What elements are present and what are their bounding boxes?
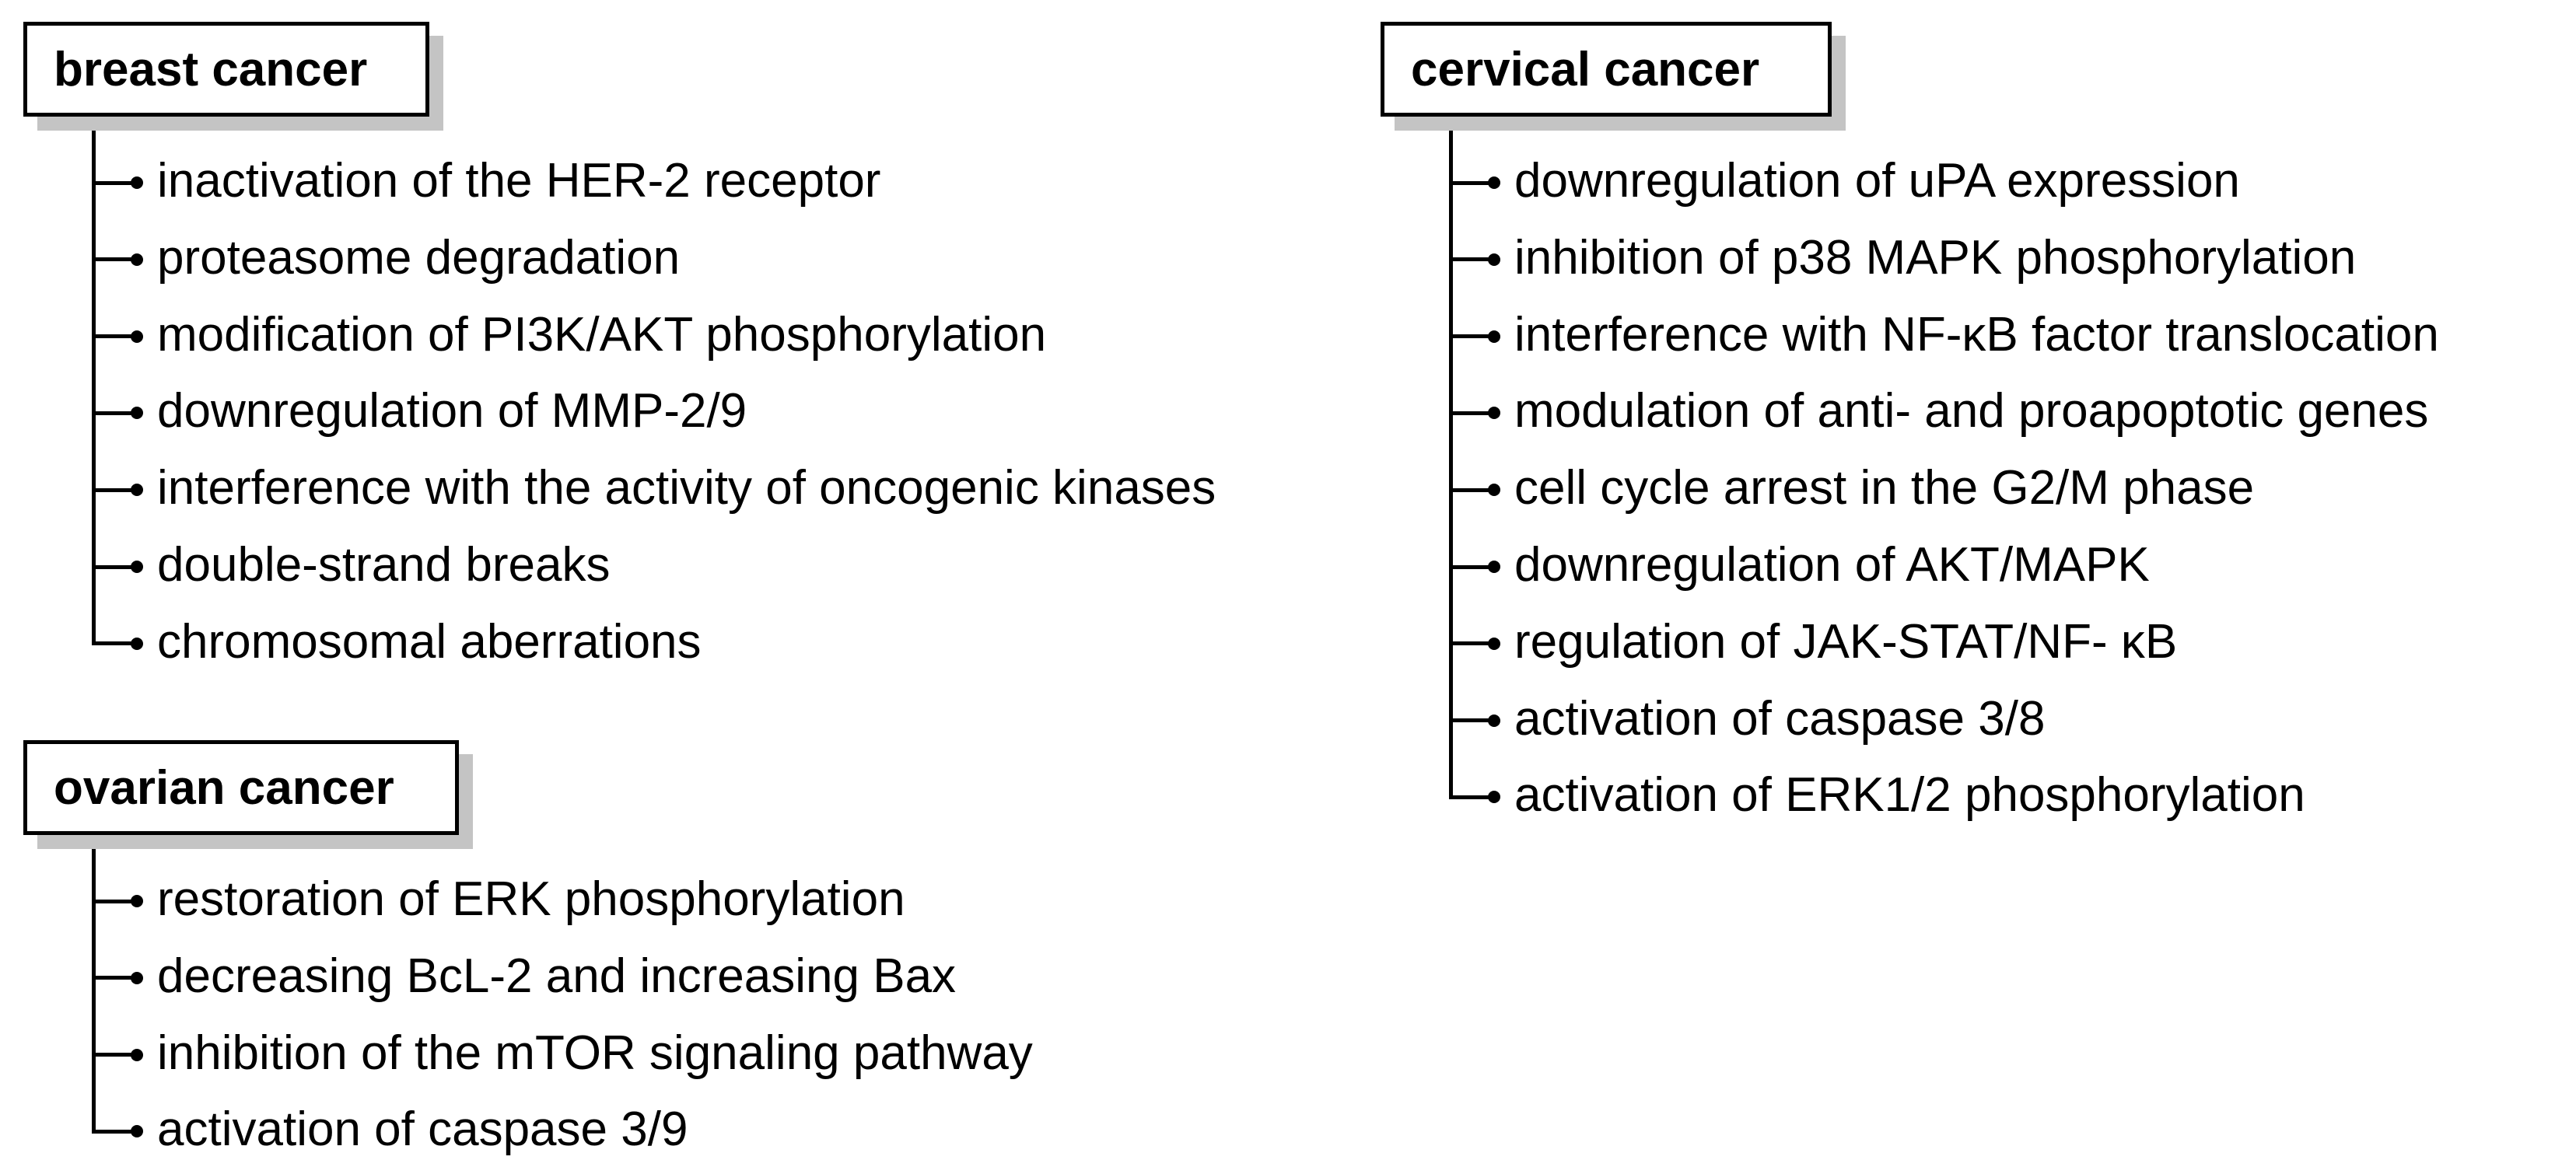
mechanism-item: interference with NF-κB factor transloca…	[1514, 307, 2439, 362]
branch-connector	[1449, 564, 1493, 569]
branch-connector	[92, 257, 135, 262]
bullet-dot	[131, 895, 143, 907]
mechanism-item: inhibition of the mTOR signaling pathway	[157, 1026, 1033, 1080]
branch-connector	[92, 976, 135, 980]
branch-connector	[1449, 718, 1493, 723]
bullet-dot	[131, 1125, 143, 1138]
branch-connector	[92, 487, 135, 492]
mechanism-item: modulation of anti- and proapoptotic gen…	[1514, 384, 2429, 439]
branch-connector	[92, 1053, 135, 1057]
bullet-dot	[131, 561, 143, 573]
branch-connector	[92, 641, 135, 646]
mechanism-item: decreasing BcL-2 and increasing Bax	[157, 949, 957, 1003]
tree-trunk-line	[92, 114, 96, 646]
branch-connector	[1449, 487, 1493, 492]
bullet-dot	[1488, 791, 1500, 804]
mechanism-item: double-strand breaks	[157, 538, 611, 592]
bullet-dot	[131, 253, 143, 266]
tree-trunk-line	[1449, 114, 1453, 799]
bullet-dot	[1488, 484, 1500, 497]
branch-connector	[1449, 411, 1493, 415]
bullet-dot	[1488, 407, 1500, 420]
branch-connector	[92, 334, 135, 339]
branch-connector	[1449, 257, 1493, 262]
branch-connector	[1449, 641, 1493, 646]
branch-connector	[92, 564, 135, 569]
branch-connector	[1449, 180, 1493, 185]
bullet-dot	[131, 407, 143, 420]
mechanism-item: cell cycle arrest in the G2/M phase	[1514, 461, 2255, 515]
tree-trunk-line	[92, 832, 96, 1134]
bullet-dot	[131, 1048, 143, 1061]
bullet-dot	[131, 971, 143, 984]
bullet-dot	[1488, 253, 1500, 266]
mechanism-item: inhibition of p38 MAPK phosphorylation	[1514, 230, 2357, 285]
mechanism-item: activation of ERK1/2 phosphorylation	[1514, 768, 2305, 823]
cervical-cancer-title: cervical cancer	[1381, 22, 1832, 117]
mechanism-item: modification of PI3K/AKT phosphorylation	[157, 307, 1047, 362]
bullet-dot	[131, 330, 143, 343]
branch-connector	[1449, 795, 1493, 799]
mechanism-item: inactivation of the HER-2 receptor	[157, 154, 881, 208]
mechanism-item: downregulation of uPA expression	[1514, 154, 2240, 208]
mechanism-item: downregulation of AKT/MAPK	[1514, 538, 2150, 592]
mechanism-item: restoration of ERK phosphorylation	[157, 872, 905, 926]
mechanism-item: regulation of JAK-STAT/NF- κB	[1514, 614, 2178, 669]
branch-connector	[92, 1129, 135, 1134]
bullet-dot	[131, 637, 143, 650]
bullet-dot	[131, 484, 143, 497]
mechanism-item: interference with the activity of oncoge…	[157, 461, 1216, 515]
bullet-dot	[1488, 176, 1500, 189]
bullet-dot	[131, 176, 143, 189]
bullet-dot	[1488, 637, 1500, 650]
branch-connector	[92, 411, 135, 415]
breast-cancer-title: breast cancer	[23, 22, 429, 117]
mechanism-item: activation of caspase 3/8	[1514, 691, 2046, 746]
mechanism-item: activation of caspase 3/9	[157, 1102, 688, 1157]
bullet-dot	[1488, 330, 1500, 343]
branch-connector	[1449, 334, 1493, 339]
branch-connector	[92, 180, 135, 185]
bullet-dot	[1488, 714, 1500, 727]
ovarian-cancer-title: ovarian cancer	[23, 740, 459, 835]
branch-connector	[92, 899, 135, 903]
mechanism-item: chromosomal aberrations	[157, 614, 702, 669]
mechanism-item: proteasome degradation	[157, 230, 681, 285]
mechanism-item: downregulation of MMP-2/9	[157, 384, 747, 439]
bullet-dot	[1488, 561, 1500, 573]
